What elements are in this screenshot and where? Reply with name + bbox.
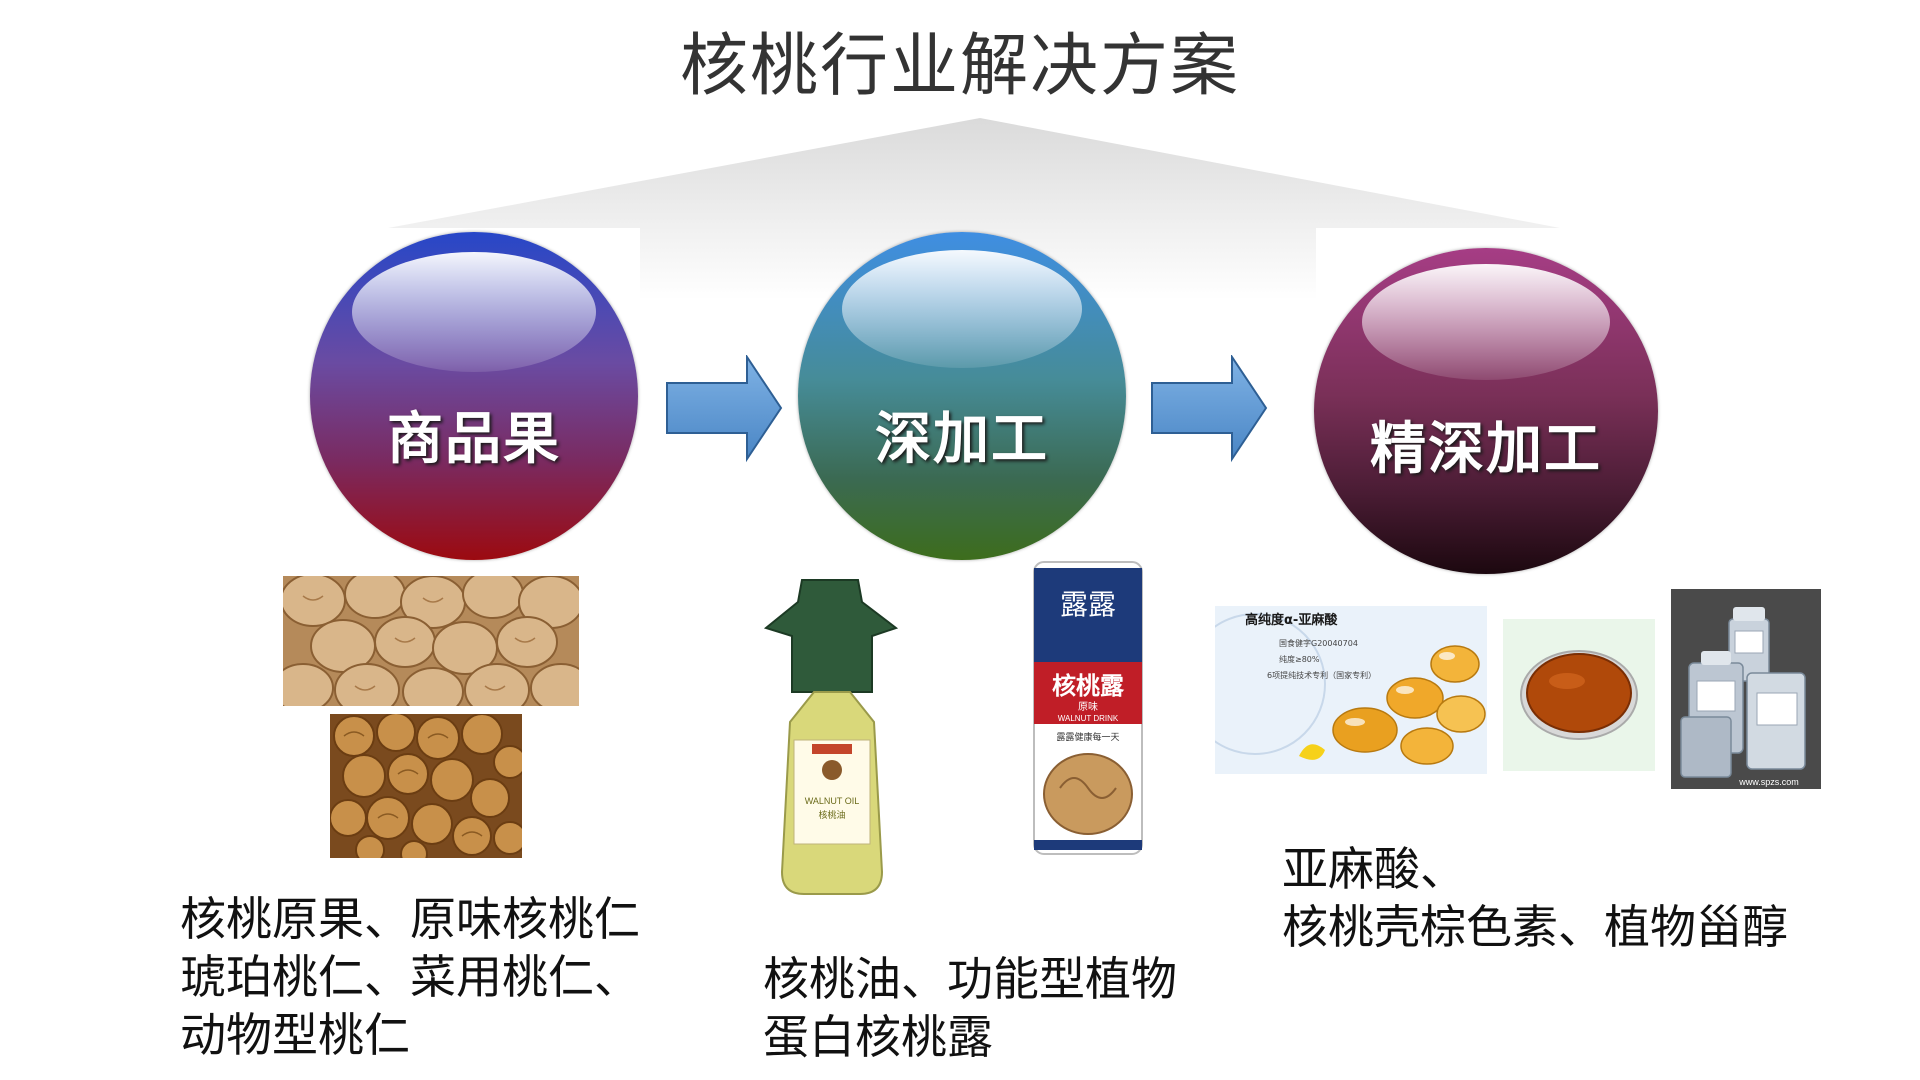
stage1-caption: 核桃原果、原味核桃仁 琥珀桃仁、菜用桃仁、 动物型桃仁 [180, 890, 640, 1064]
drums-watermark: www.spzs.com [1738, 777, 1799, 787]
arrow-right-icon [1151, 355, 1268, 463]
roof-backdrop [388, 118, 1560, 300]
caption-line: 核桃原果、原味核桃仁 [180, 892, 640, 946]
caption-line: 核桃壳棕色素、植物甾醇 [1282, 900, 1788, 954]
can-brand-text: 露露 [1060, 588, 1116, 621]
stage-label: 商品果 [387, 406, 561, 472]
caption-line: 亚麻酸、 [1282, 842, 1466, 896]
caption-line: 蛋白核桃露 [763, 1010, 993, 1064]
page-title: 核桃行业解决方案 [679, 27, 1240, 106]
caption-line: 动物型桃仁 [180, 1008, 410, 1062]
stage-label: 深加工 [875, 406, 1049, 472]
supplement-line: 纯度≥80% [1279, 654, 1320, 664]
stage3-caption: 亚麻酸、 核桃壳棕色素、植物甾醇 [1282, 840, 1788, 956]
arrow-right-icon [666, 355, 783, 463]
can-name-text: 核桃露 [1052, 671, 1125, 700]
sterol-drums-image: www.spzs.com [1671, 589, 1821, 789]
stage-label: 精深加工 [1370, 416, 1602, 482]
caption-line: 核桃油、功能型植物 [763, 952, 1177, 1006]
walnut-drink-can-image: 露露 核桃露 原味 WALNUT DRINK 露露健康每一天 [1033, 561, 1143, 855]
sphere-gloss [842, 250, 1082, 368]
linolenic-acid-image: 高纯度α-亚麻酸 国食健字G20040704 纯度≥80% 6项提纯技术专利（国… [1215, 606, 1487, 774]
can-slogan-text: 露露健康每一天 [1056, 731, 1119, 743]
walnut-kernels-image [330, 714, 522, 858]
walnuts-in-shell-image [283, 576, 579, 706]
supplement-line: 6项提纯技术专利（国家专利） [1267, 670, 1376, 680]
sphere-gloss [1362, 264, 1610, 380]
stage-sphere-deep-processing: 精深加工 [1314, 248, 1658, 574]
brown-pigment-dish-image [1503, 619, 1655, 771]
can-en-text: WALNUT DRINK [1058, 714, 1119, 723]
walnut-oil-bottle-image: WALNUT OIL 核桃油 [763, 579, 899, 895]
stage2-caption: 核桃油、功能型植物 蛋白核桃露 [763, 950, 1177, 1066]
can-sub-text: 原味 [1078, 701, 1098, 713]
caption-line: 琥珀桃仁、菜用桃仁、 [180, 950, 640, 1004]
supplement-heading: 高纯度α-亚麻酸 [1245, 612, 1338, 628]
oil-brand-text: WALNUT OIL [805, 796, 860, 806]
stage-sphere-commodity: 商品果 [310, 232, 638, 560]
stage-sphere-processing: 深加工 [798, 232, 1126, 560]
supplement-line: 国食健字G20040704 [1279, 638, 1358, 648]
oil-label-text: 核桃油 [818, 809, 845, 821]
sphere-gloss [352, 252, 596, 372]
